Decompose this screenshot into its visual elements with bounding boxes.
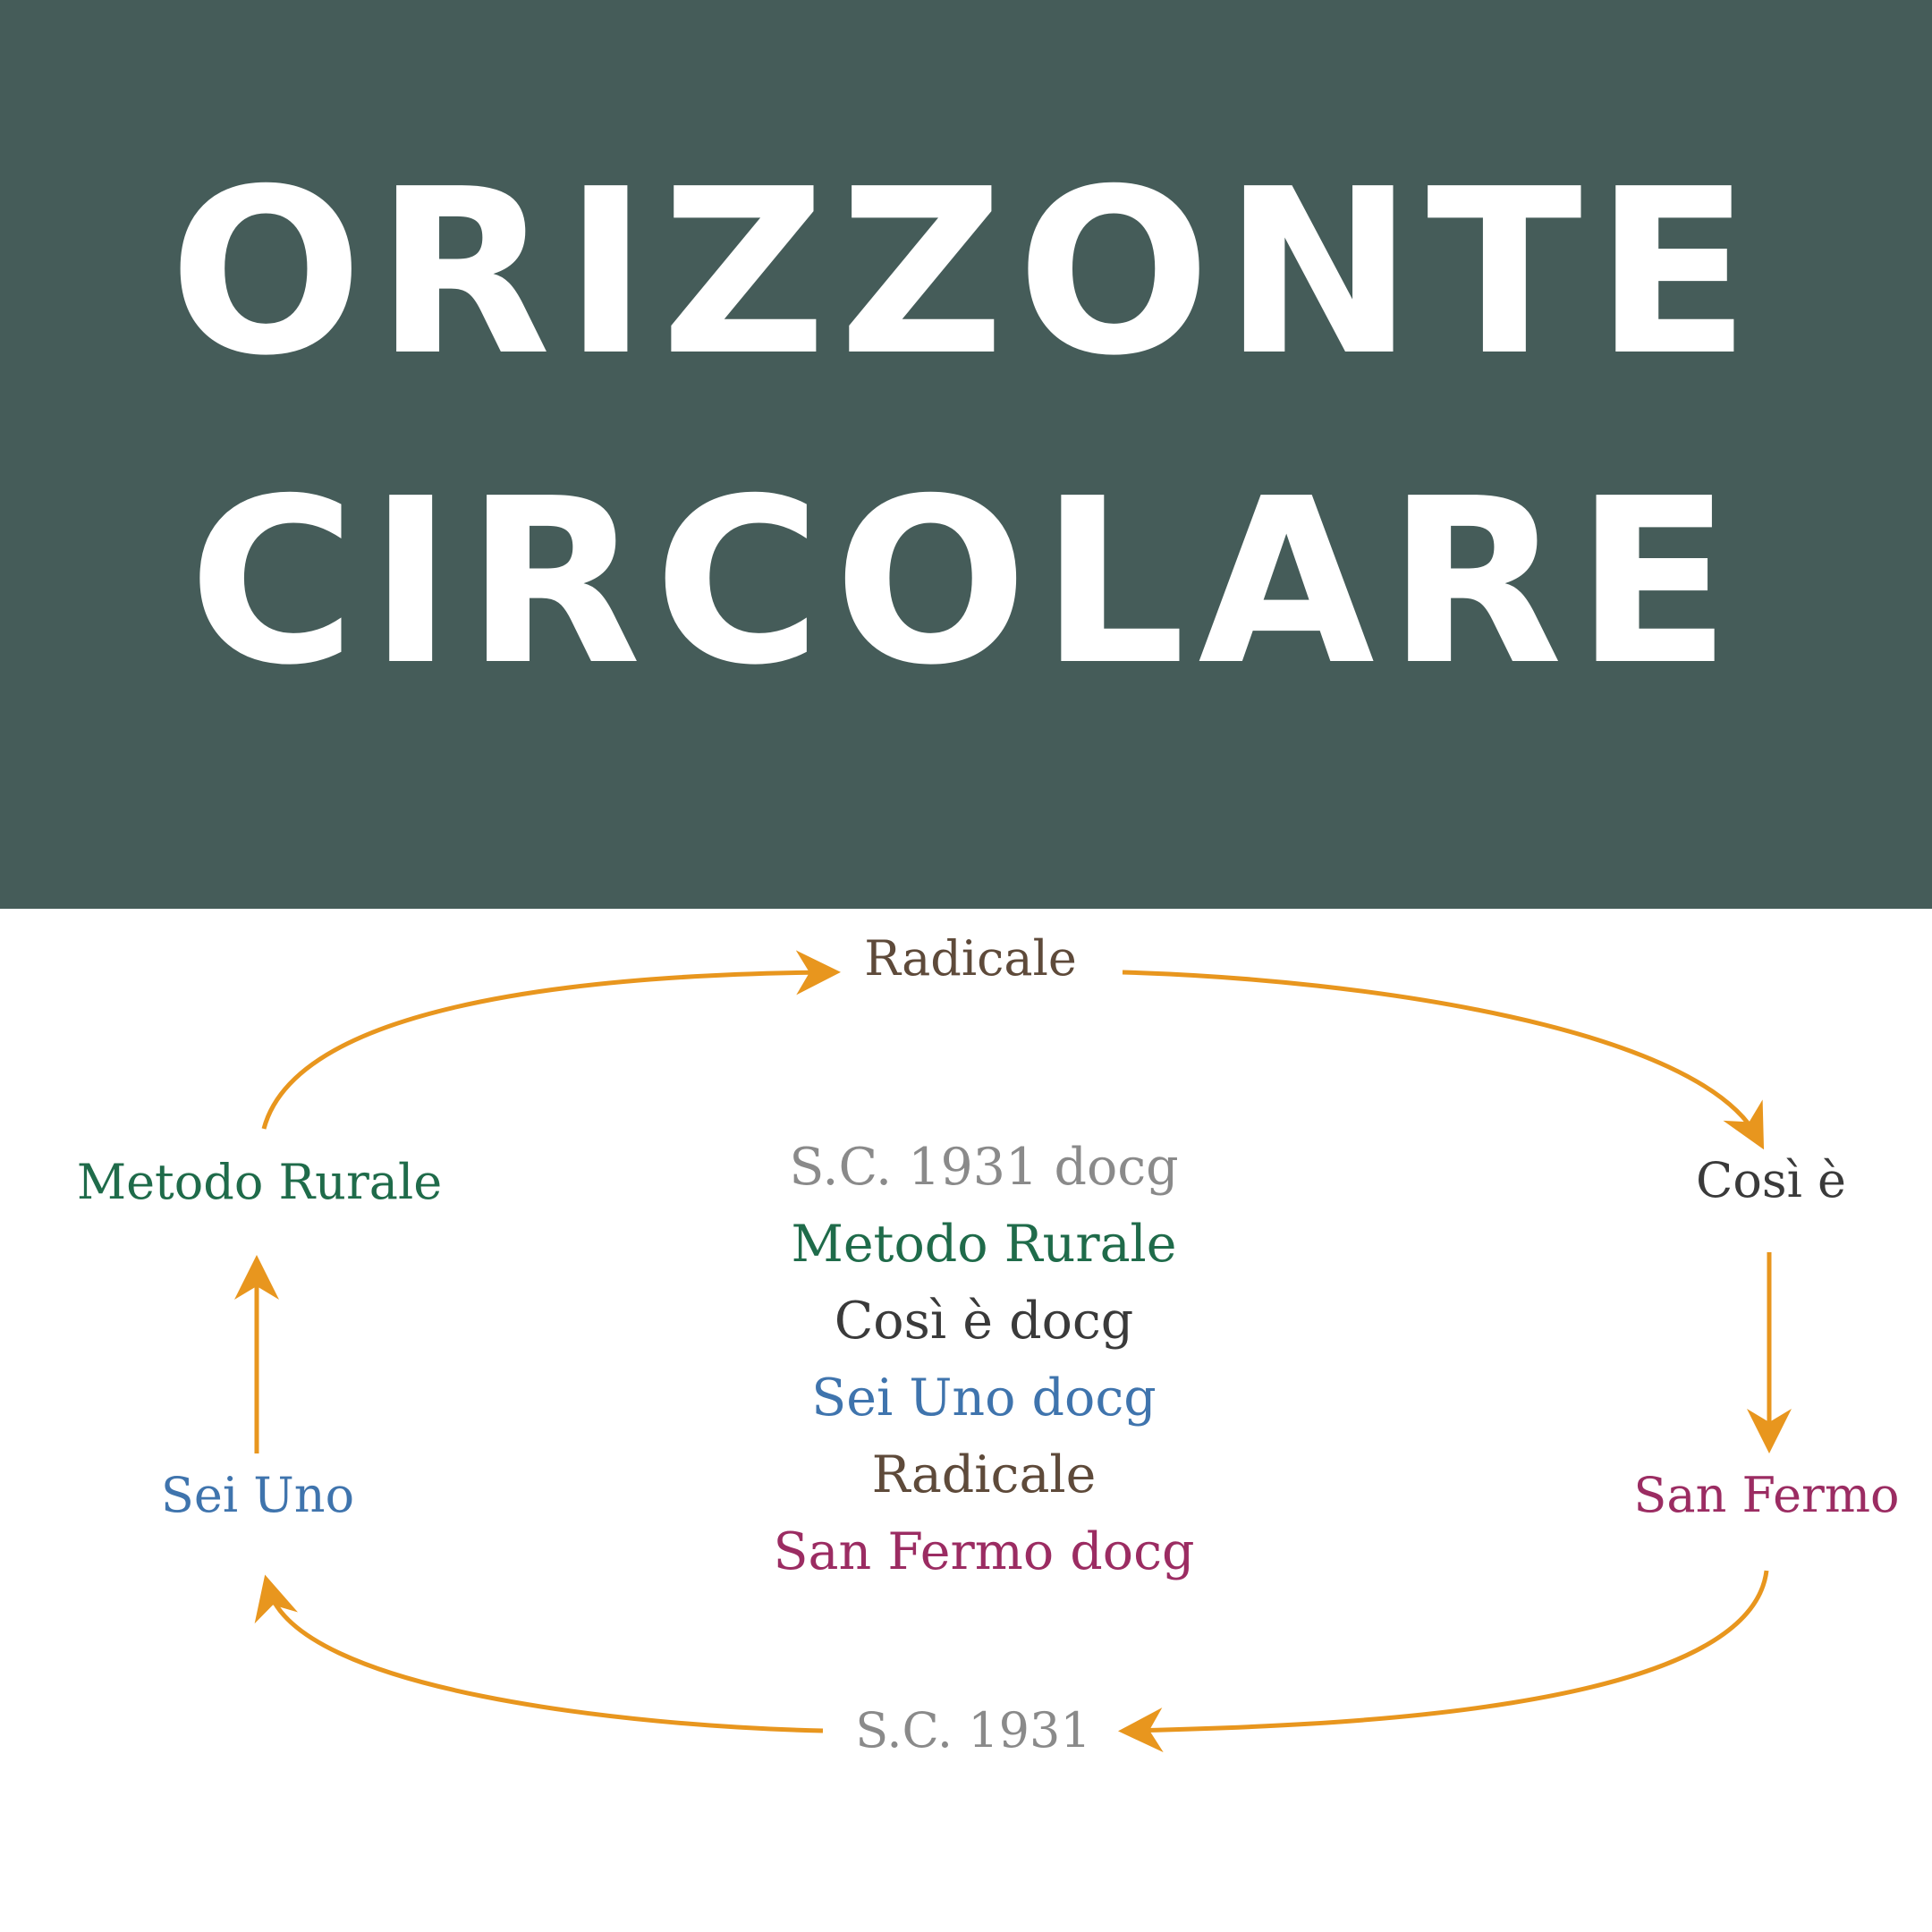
node-san-fermo: San Fermo	[1633, 1467, 1900, 1523]
center-wine-list: S.C. 1931 docg Metodo Rurale Così è docg…	[774, 1129, 1195, 1590]
center-item-san-fermo-docg: San Fermo docg	[773, 1522, 1195, 1581]
center-item-sei-uno-docg: Sei Uno docg	[811, 1368, 1157, 1428]
node-radicale: Radicale	[864, 930, 1077, 987]
title-line-1: ORIZZONTE	[168, 140, 1764, 406]
center-item-cosi-e-docg: Così è docg	[834, 1292, 1134, 1351]
node-sc-1931: S.C. 1931	[855, 1702, 1091, 1758]
title-line-2: CIRCOLARE	[188, 450, 1744, 716]
node-metodo-rurale: Metodo Rurale	[76, 1154, 443, 1210]
title-banner: ORIZZONTE CIRCOLARE	[0, 0, 1932, 909]
node-cosi-e: Così è	[1696, 1152, 1846, 1208]
node-sei-uno: Sei Uno	[160, 1467, 355, 1523]
arrow-sanfermo-to-sc1931	[1118, 1570, 1769, 1753]
center-item-sc-1931-docg: S.C. 1931 docg	[789, 1138, 1179, 1197]
center-item-radicale: Radicale	[871, 1445, 1097, 1504]
arrow-radicale-to-cosi	[1122, 970, 1765, 1150]
center-item-metodo-rurale: Metodo Rurale	[791, 1215, 1177, 1274]
arrow-metodo-to-radicale	[261, 950, 841, 1130]
arrow-sc1931-to-seiuno	[254, 1574, 824, 1733]
